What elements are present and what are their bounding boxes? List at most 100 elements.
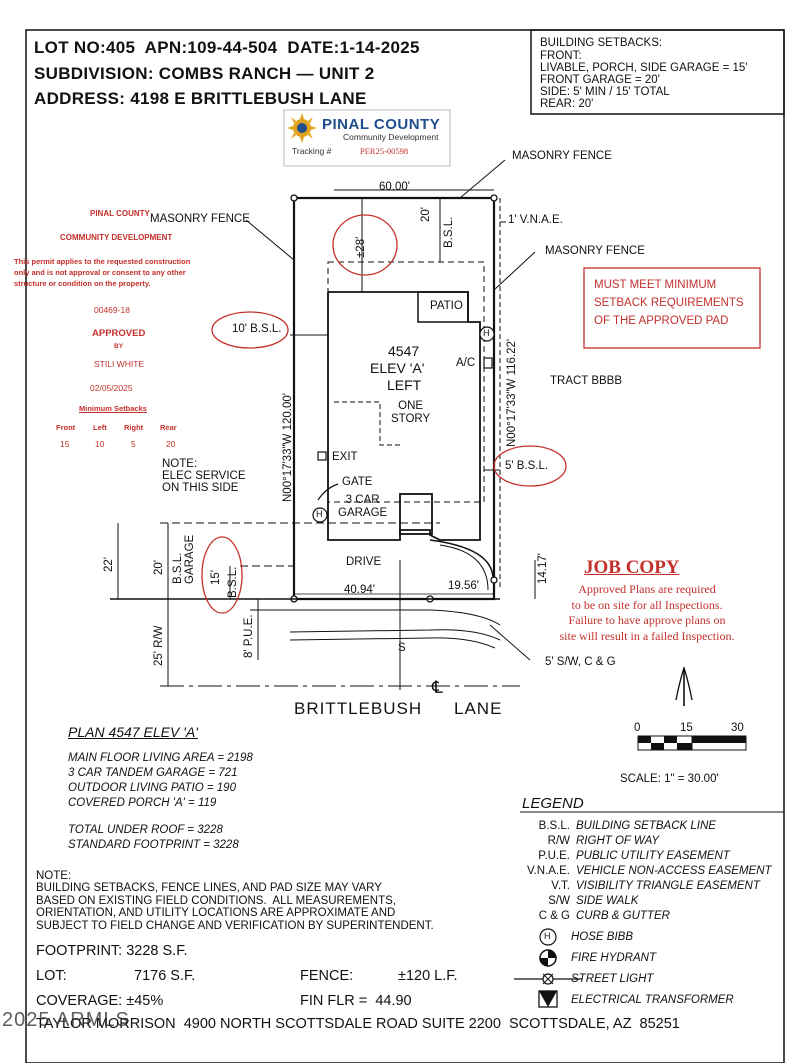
red-circle-15bsl (201, 536, 243, 614)
scale-caption: SCALE: 1" = 30.00' (620, 773, 719, 785)
legend-key: V.T. (551, 880, 570, 892)
pinal-tracking-label: Tracking # (292, 146, 332, 156)
legend-key: B.S.L. (538, 820, 570, 832)
legend-item: B.S.L. BUILDING SETBACK LINE (490, 819, 716, 834)
fin-flr: FIN FLR = 44.90 (300, 993, 412, 1009)
stamp-by: BY (114, 343, 124, 350)
garage-entry-block (399, 493, 433, 535)
label-ac: A/C (456, 357, 476, 369)
scale-tick-0: 0 (634, 722, 641, 734)
label-gate: GATE (342, 476, 373, 488)
label-masonry-fence-left: MASONRY FENCE (150, 213, 250, 225)
setbacks-front: FRONT: (540, 50, 582, 62)
label-left: LEFT (387, 377, 422, 393)
label-garage-bsl: B.S.L. GARAGE (172, 534, 196, 584)
hose-bibb-letter: H (483, 328, 490, 338)
hose-bibb-icon (312, 507, 328, 523)
plan-summary-line: COVERED PORCH 'A' = 119 (68, 797, 217, 809)
label-dim-top: 60.00' (379, 181, 410, 193)
red-circle-28 (332, 214, 398, 276)
label-centerline: ℄ (432, 678, 443, 697)
lot-value: 7176 S.F. (134, 968, 196, 984)
fence-label: FENCE: (300, 968, 354, 984)
setbacks-side: SIDE: 5' MIN / 15' TOTAL (540, 86, 670, 98)
note-title: NOTE: (36, 870, 72, 882)
stamp-approver: STILI WHITE (94, 359, 145, 369)
job-copy-text: Approved Plans are required to be on sit… (559, 582, 735, 643)
label-right-bearing: N00°17'33"W 116.22' (506, 338, 518, 447)
header-lot-line: LOT NO:405 APN:109-44-504 DATE:1-14-2025 (34, 38, 420, 57)
interior-dashed-line (334, 401, 400, 446)
fence-value: ±120 L.F. (398, 968, 458, 984)
exit-symbol (317, 451, 327, 461)
sheet-border (25, 29, 785, 1063)
legend-symbol-desc: HOSE BIBB (571, 931, 633, 943)
label-patio: PATIO (430, 300, 463, 312)
fence-left-leader (245, 219, 295, 261)
legend-desc: BUILDING SETBACK LINE (576, 820, 716, 832)
armls-watermark: 2025 ARMLS (2, 1009, 130, 1031)
pinal-logo-subtitle: Community Development (343, 132, 439, 142)
label-street-name-1: BRITTLEBUSH (294, 699, 423, 718)
stamp-min-left-value: 10 (95, 439, 105, 449)
label-garage-20: 20' (153, 560, 165, 575)
legend-item: V.N.A.E. VEHICLE NON-ACCESS EASEMENT (490, 864, 772, 879)
scale-bar (637, 735, 747, 751)
stamp-status: APPROVED (92, 328, 146, 339)
label-plan-number: 4547 (388, 343, 420, 359)
label-bsl-15: 15' (210, 570, 222, 585)
label-drive: DRIVE (346, 556, 382, 568)
header-subdivision: SUBDIVISION: COMBS RANCH — UNIT 2 (34, 64, 375, 83)
legend-title: LEGEND (522, 795, 584, 812)
legend-key: V.N.A.E. (526, 865, 570, 877)
label-pue-8: 8' P.U.E. (243, 614, 255, 658)
legend-key: S/W (548, 895, 570, 907)
curb-line-1 (289, 629, 501, 641)
footer-company-address: TAYLOR MORRISON 4900 NORTH SCOTTSDALE RO… (36, 1016, 680, 1032)
legend-symbol-desc: FIRE HYDRANT (571, 952, 656, 964)
label-vnae: 1' V.N.A.E. (508, 214, 563, 226)
setbacks-title: BUILDING SETBACKS: (540, 37, 663, 49)
scale-tick-15: 15 (680, 722, 693, 734)
stamp-min-left-label: Left (93, 423, 107, 432)
label-garage: 3 CAR GARAGE (338, 494, 388, 519)
job-copy-title: JOB COPY (584, 557, 680, 578)
red-notice: MUST MEET MINIMUM SETBACK REQUIREMENTS O… (594, 279, 744, 327)
label-rear-bsl: B.S.L. (443, 216, 455, 248)
label-elev: ELEV 'A' (370, 360, 425, 376)
legend-item: V.T. VISIBILITY TRIANGLE EASEMENT (490, 879, 760, 894)
stamp-disclaimer: This permit applies to the requested con… (14, 257, 191, 288)
stamp-min-setbacks-title: Minimum Setbacks (79, 404, 147, 413)
legend-symbol-desc: STREET LIGHT (571, 973, 654, 985)
label-exit: EXIT (332, 451, 358, 463)
label-left-bearing: N00°17'33"W 120.00' (282, 393, 294, 502)
plan-summary-total: STANDARD FOOTPRINT = 3228 (68, 839, 239, 851)
electrical-transformer-icon (538, 990, 558, 1008)
stamp-min-front-label: Front (56, 423, 76, 432)
footprint-total: FOOTPRINT: 3228 S.F. (36, 943, 188, 959)
red-circle-10bsl (211, 311, 289, 349)
gate-swing (317, 483, 339, 501)
stamp-number: 00469-18 (94, 305, 130, 315)
label-rear-20: 20' (420, 207, 432, 222)
lot-corner-marker (490, 576, 498, 584)
sw-leader (489, 624, 531, 661)
label-masonry-fence-right: MASONRY FENCE (545, 245, 645, 257)
legend-desc: VISIBILITY TRIANGLE EASEMENT (576, 880, 760, 892)
pinal-tracking-number: PER25-00598 (360, 146, 409, 156)
plan-summary-line: OUTDOOR LIVING PATIO = 190 (68, 782, 236, 794)
setbacks-livable: LIVABLE, PORCH, SIDE GARAGE = 15' (540, 62, 748, 74)
legend-desc: PUBLIC UTILITY EASEMENT (576, 850, 730, 862)
north-arrow-icon (675, 665, 693, 706)
label-street-name-2: LANE (454, 699, 503, 718)
label-dim-4094: 40.94' (344, 584, 375, 596)
label-tract: TRACT BBBB (550, 375, 622, 387)
legend-symbol-desc: ELECTRICAL TRANSFORMER (571, 994, 734, 1006)
stamp-min-right-label: Right (124, 423, 144, 432)
hose-bibb-icon (479, 326, 495, 342)
red-circle-5bsl (493, 445, 567, 487)
lot-corner-marker (290, 194, 298, 202)
legend-desc: VEHICLE NON-ACCESS EASEMENT (576, 865, 772, 877)
red-notice-box (583, 267, 761, 349)
